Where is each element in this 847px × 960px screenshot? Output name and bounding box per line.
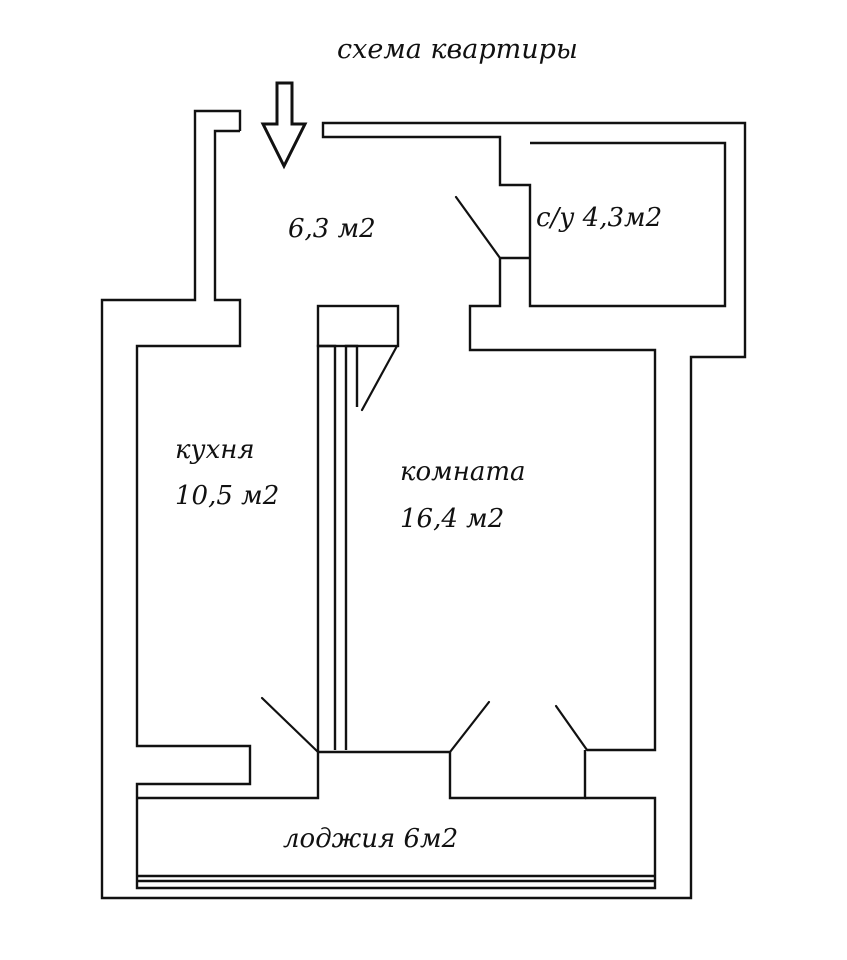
down-arrow-icon bbox=[260, 81, 308, 170]
bathroom-name: с/у bbox=[536, 203, 575, 233]
loggia-wall bbox=[137, 750, 587, 800]
loggia-label: лоджия 6м2 bbox=[283, 826, 458, 852]
room-area: 16,4 м2 bbox=[400, 504, 505, 534]
kitchen-outer-wall bbox=[135, 129, 252, 798]
room-left-wall bbox=[344, 344, 359, 750]
room-loggia-door bbox=[448, 700, 491, 754]
loggia-name: лоджия bbox=[283, 824, 396, 854]
outer-wall bbox=[100, 109, 747, 900]
room-loggia-door-right bbox=[554, 704, 589, 752]
room-name: комната bbox=[400, 457, 526, 487]
wall-stub-top bbox=[316, 304, 400, 348]
kitchen-name: кухня bbox=[175, 435, 255, 465]
bathroom-label: с/у 4,3м2 bbox=[536, 205, 662, 231]
bathroom-lower-wall bbox=[468, 258, 657, 752]
kitchen-loggia-door bbox=[260, 696, 320, 754]
bathroom-area: 4,3м2 bbox=[582, 203, 663, 233]
plan-title: схема квартиры bbox=[337, 34, 578, 65]
bathroom-door bbox=[454, 195, 502, 260]
hallway-area: 6,3 м2 bbox=[288, 214, 376, 244]
room-door bbox=[360, 344, 399, 412]
kitchen-area: 10,5 м2 bbox=[175, 481, 280, 511]
loggia-right-wall bbox=[135, 796, 657, 890]
kitchen-room-partition bbox=[316, 344, 337, 752]
loggia-area: 6м2 bbox=[403, 824, 459, 854]
